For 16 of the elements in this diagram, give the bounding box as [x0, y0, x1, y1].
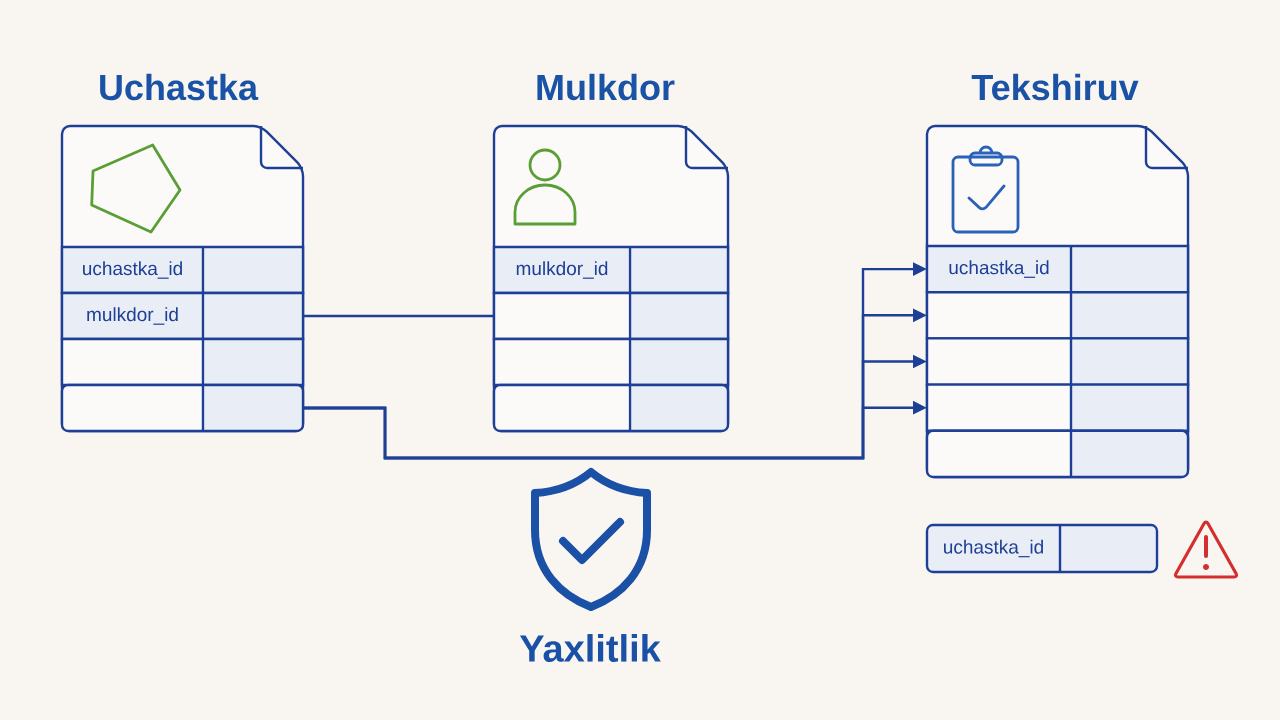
table-row — [925, 337, 1190, 386]
connector-line — [303, 314, 494, 318]
table-row — [925, 291, 1190, 340]
table-row — [60, 337, 305, 387]
table-row — [492, 383, 730, 433]
table-row — [492, 337, 730, 387]
node-label: Tekshiruv — [971, 73, 1139, 101]
node-label: Uchastka — [100, 73, 259, 101]
node-label: Mulkdor — [537, 73, 675, 101]
table-row — [492, 291, 730, 341]
caption-text: Yaxlitlik — [519, 634, 661, 662]
table-row: uchastka_id — [60, 245, 305, 295]
table-row — [925, 429, 1190, 479]
table-row — [60, 383, 305, 433]
table-row: uchastka_id — [925, 523, 1159, 574]
table-row — [925, 383, 1190, 432]
